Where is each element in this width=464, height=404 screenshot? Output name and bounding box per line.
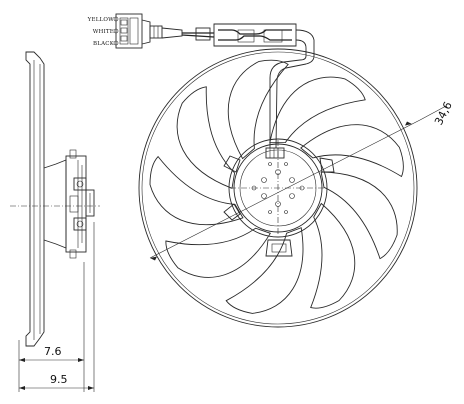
depth-dimensions: 7.6 9.5 xyxy=(18,222,95,392)
fan-blade xyxy=(320,171,398,260)
fan-blade xyxy=(165,227,271,278)
fan-blade xyxy=(149,155,244,226)
connector-plug xyxy=(115,13,143,49)
fan-blade xyxy=(176,86,236,189)
shroud-ring xyxy=(138,48,418,328)
wiring-harness: YELLOW WHITE BLACK xyxy=(87,13,315,149)
wire-labels: YELLOW WHITE BLACK xyxy=(87,16,119,47)
fan-blade xyxy=(227,59,289,160)
dimension-diameter: 34,6 xyxy=(432,100,455,128)
dimension-depth-overall: 9.5 xyxy=(50,373,68,386)
fan-blade xyxy=(225,227,304,314)
dimension-depth-inner: 7.6 xyxy=(44,345,62,358)
fan-blades xyxy=(149,59,404,314)
wire-label-black: BLACK xyxy=(93,41,115,47)
wire-label-white: WHITE xyxy=(93,29,114,35)
front-view xyxy=(138,48,418,328)
wire-label-yellow: YELLOW xyxy=(87,17,114,23)
fan-blade xyxy=(310,202,356,309)
fan-blade xyxy=(300,124,404,178)
fan-blade xyxy=(269,76,366,144)
side-view xyxy=(10,51,100,347)
